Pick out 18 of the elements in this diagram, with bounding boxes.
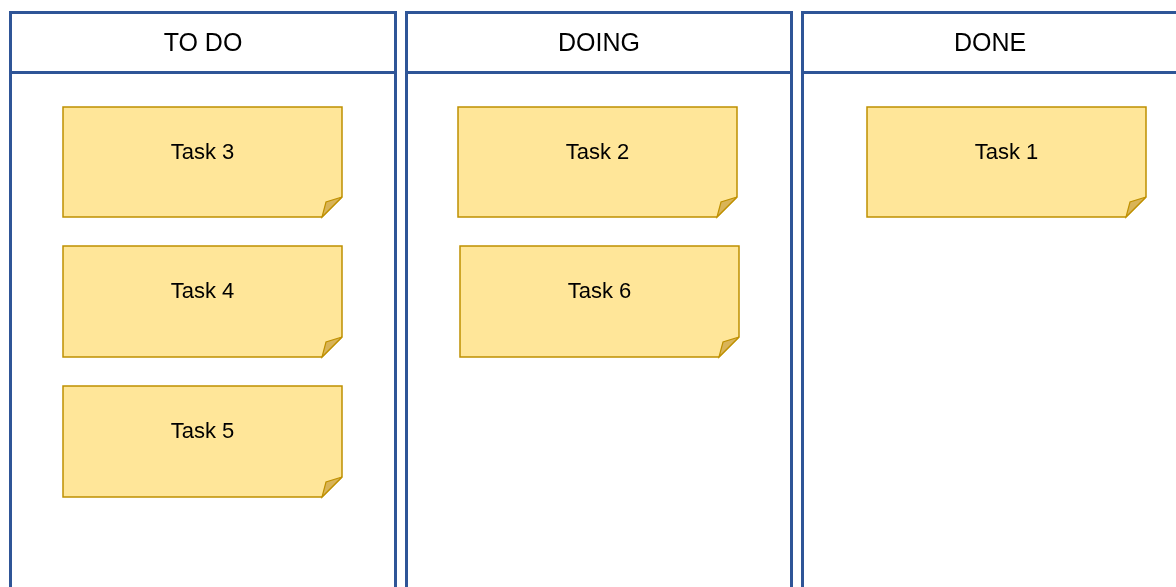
sticky-note — [63, 246, 342, 357]
task-label: Task 4 — [169, 278, 236, 304]
task-label: Task 3 — [169, 139, 236, 165]
kanban-column — [801, 11, 1176, 587]
sticky-note — [867, 107, 1146, 217]
sticky-note — [458, 107, 737, 217]
column-title: TO DO — [163, 28, 243, 57]
sticky-note — [63, 386, 342, 497]
column-title: DONE — [953, 28, 1027, 57]
task-label: Task 2 — [564, 139, 631, 165]
task-label: Task 6 — [566, 278, 633, 304]
kanban-column — [405, 11, 793, 587]
task-label: Task 5 — [169, 418, 236, 444]
column-title: DOING — [558, 28, 640, 57]
task-label: Task 1 — [973, 139, 1040, 165]
sticky-note — [63, 107, 342, 217]
sticky-note — [460, 246, 739, 357]
kanban-column — [9, 11, 397, 587]
